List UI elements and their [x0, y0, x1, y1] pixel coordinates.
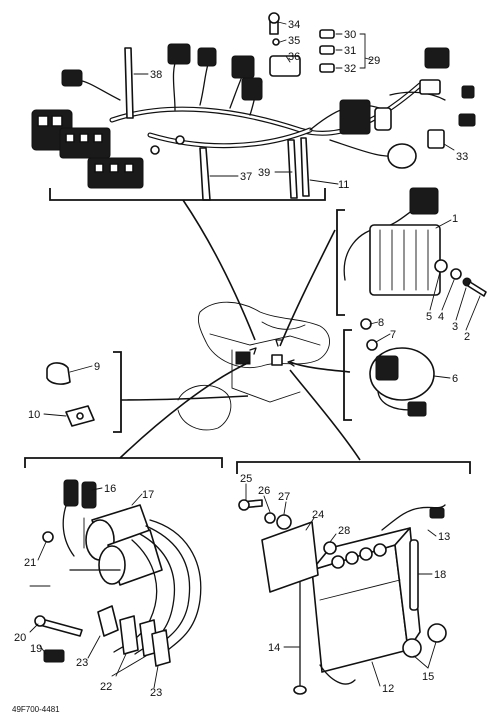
battery-cover-and-fasteners-icon — [238, 499, 337, 593]
callout-20: 20 — [14, 632, 26, 644]
igniter-unit-icon — [360, 318, 435, 417]
callout-14: 14 — [268, 642, 280, 654]
callout-26: 26 — [258, 485, 270, 497]
callout-13: 13 — [438, 531, 450, 543]
callout-31: 31 — [344, 45, 356, 57]
callout-22: 22 — [100, 681, 112, 693]
ignition-coil-group-bracket — [24, 457, 223, 468]
battery-icon — [293, 504, 447, 695]
diagram-reference-code: 49F700-4481 — [12, 705, 60, 714]
wire-clip-icons — [46, 362, 95, 427]
harness-connector-block-icon — [31, 109, 144, 189]
small-parts-top-icons — [268, 12, 335, 77]
callout-29: 29 — [368, 55, 380, 67]
voltage-regulator-icon — [343, 187, 487, 297]
clip-group-bracket — [113, 351, 122, 433]
callout-25: 25 — [240, 473, 252, 485]
callout-1: 1 — [452, 213, 458, 225]
assembly-arrows — [119, 199, 361, 461]
callout-16: 16 — [104, 483, 116, 495]
callout-6: 6 — [452, 373, 458, 385]
callout-33: 33 — [456, 151, 468, 163]
callout-36: 36 — [288, 51, 300, 63]
ignition-coil-icons — [29, 479, 163, 663]
callout-15: 15 — [422, 671, 434, 683]
motorcycle-frame-outline — [177, 301, 330, 431]
callout-17: 17 — [142, 489, 154, 501]
igniter-group-bracket — [343, 329, 352, 421]
callout-4: 4 — [438, 311, 444, 323]
callout-12: 12 — [382, 683, 394, 695]
callout-37: 37 — [240, 171, 252, 183]
callout-30: 30 — [344, 29, 356, 41]
callout-5: 5 — [426, 311, 432, 323]
callout-32: 32 — [344, 63, 356, 75]
callout-28: 28 — [338, 525, 350, 537]
regulator-group-bracket — [336, 209, 345, 316]
cable-band-icons — [124, 47, 310, 201]
callout-27: 27 — [278, 491, 290, 503]
spark-plug-lead-icons — [97, 519, 202, 667]
callout-18-battery: 18 — [434, 569, 446, 581]
battery-group-bracket — [236, 461, 471, 474]
callout-10: 10 — [28, 409, 40, 421]
callout-23-left: 23 — [76, 657, 88, 669]
callout-leader-lines — [29, 21, 481, 689]
callout-19: 19 — [30, 643, 42, 655]
callout-8: 8 — [378, 317, 384, 329]
callout-3: 3 — [452, 321, 458, 333]
callout-9: 9 — [94, 361, 100, 373]
callout-38: 38 — [150, 69, 162, 81]
callout-7: 7 — [390, 329, 396, 341]
callout-23-right: 23 — [150, 687, 162, 699]
harness-group-bracket — [49, 188, 326, 201]
callout-34: 34 — [288, 19, 300, 31]
callout-21: 21 — [24, 557, 36, 569]
callout-35: 35 — [288, 35, 300, 47]
callout-11: 11 — [338, 179, 349, 191]
callout-labels: 34 35 36 30 31 32 29 38 33 37 39 11 1 5 … — [12, 19, 470, 714]
callout-24: 24 — [312, 509, 324, 521]
callout-39: 39 — [258, 167, 270, 179]
callout-2: 2 — [464, 331, 470, 343]
harness-plug-icons — [61, 43, 476, 169]
